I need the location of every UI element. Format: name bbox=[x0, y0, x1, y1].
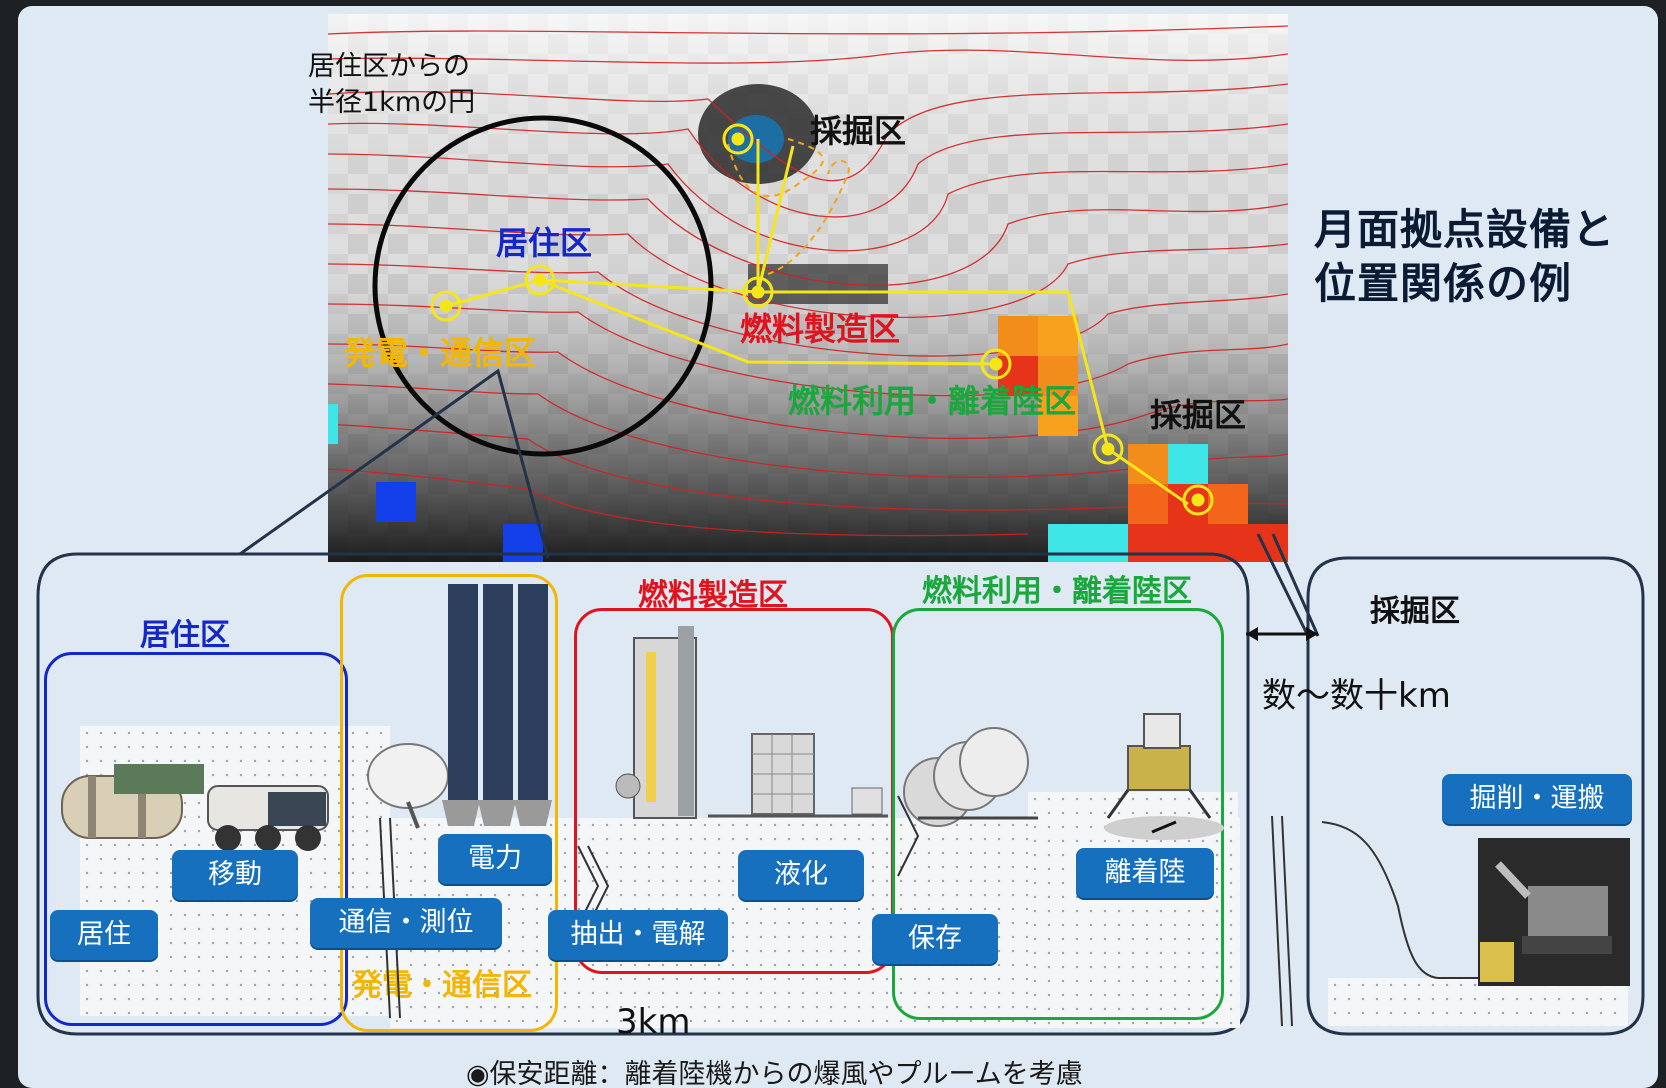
rover-icon bbox=[207, 785, 329, 851]
facility-power: 電力 bbox=[438, 834, 552, 884]
facility-storage: 保存 bbox=[872, 914, 998, 964]
facility-habitation: 居住 bbox=[50, 910, 158, 960]
lander-icon bbox=[1104, 713, 1224, 840]
map-label-fuel-use-landing: 燃料利用・離着陸区 bbox=[788, 382, 1077, 420]
facility-excavation-transport: 掘削・運搬 bbox=[1442, 774, 1632, 824]
facility-comm-positioning: 通信・測位 bbox=[310, 898, 502, 948]
mining-terrain-line bbox=[1321, 821, 1628, 979]
map-label-mining-2: 採掘区 bbox=[1150, 396, 1247, 434]
zone-label-residential: 居住区 bbox=[140, 618, 230, 653]
storage-tank-icon bbox=[903, 727, 1038, 827]
map-label-mining-1: 採掘区 bbox=[810, 112, 907, 150]
zone-box-fuel-use-landing bbox=[892, 608, 1224, 1020]
habitat-module-icon bbox=[61, 764, 204, 839]
zone-box-power-comm bbox=[340, 574, 558, 1032]
terrain-map bbox=[328, 14, 1288, 562]
zone-label-power-comm: 発電・通信区 bbox=[352, 968, 532, 1003]
dish-antenna-icon bbox=[367, 743, 449, 829]
liquefaction-unit-icon bbox=[708, 733, 888, 818]
distance-zone-span: 3km bbox=[616, 1002, 691, 1042]
radius-1km-circle bbox=[372, 115, 714, 457]
solar-tower-icon bbox=[442, 584, 552, 826]
processing-plant-icon bbox=[615, 626, 697, 819]
dashed-route bbox=[727, 138, 824, 198]
diagram-panel: 居住区からの 半径1kmの円 採掘区 居住区 燃料製造区 発電・通信区 燃料利用… bbox=[18, 6, 1658, 1088]
zone-label-fuel-use-landing: 燃料利用・離着陸区 bbox=[922, 574, 1192, 609]
zone-label-mining: 採掘区 bbox=[1370, 594, 1460, 629]
diagram-title-line2: 位置関係の例 bbox=[1314, 259, 1573, 308]
map-label-residential: 居住区 bbox=[496, 224, 593, 262]
zone-box-residential bbox=[44, 652, 348, 1026]
facility-liquefaction: 液化 bbox=[738, 850, 864, 900]
safety-distance-footnote: ◉保安距離：離着陸機からの爆風やプルームを考慮 bbox=[466, 1059, 1083, 1088]
facility-extraction-electrolysis: 抽出・電解 bbox=[548, 910, 728, 960]
map-label-power-comm: 発電・通信区 bbox=[344, 334, 537, 372]
facility-landing: 離着陸 bbox=[1076, 848, 1214, 898]
facility-mobility: 移動 bbox=[172, 850, 298, 900]
contour-lines bbox=[328, 25, 1288, 537]
map-label-fuel-production: 燃料製造区 bbox=[740, 310, 901, 348]
circle-caption-line1: 居住区からの bbox=[308, 51, 470, 82]
zone-label-fuel-production: 燃料製造区 bbox=[638, 578, 788, 613]
excavator-icon bbox=[1478, 838, 1630, 986]
route-network bbox=[445, 139, 1189, 506]
route-nodes bbox=[430, 123, 1214, 516]
facility-illustrations bbox=[61, 584, 1630, 1027]
circle-caption-line2: 半径1kmの円 bbox=[308, 87, 476, 118]
distance-to-mining: 数～数十km bbox=[1262, 676, 1451, 716]
diagram-title-line1: 月面拠点設備と bbox=[1314, 205, 1616, 254]
